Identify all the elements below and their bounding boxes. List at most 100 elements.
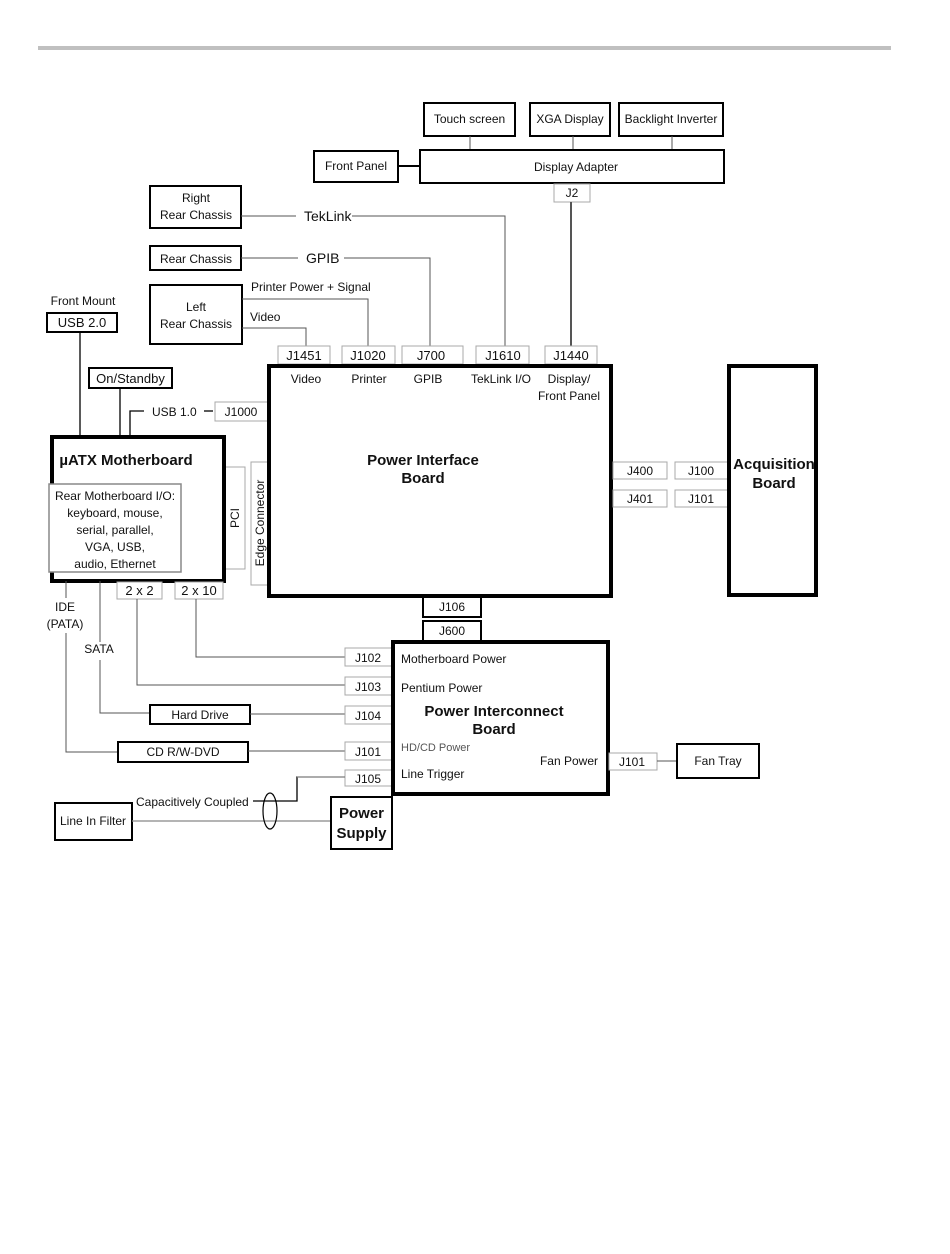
j2-connector: J2 bbox=[553, 183, 591, 203]
j100-connector: J100 bbox=[674, 461, 729, 480]
j401-connector: J401 bbox=[612, 489, 668, 508]
svg-text:audio, Ethernet: audio, Ethernet bbox=[74, 557, 156, 571]
svg-text:Board: Board bbox=[752, 475, 795, 492]
svg-text:Fan Power: Fan Power bbox=[540, 754, 598, 768]
svg-text:J106: J106 bbox=[439, 600, 465, 614]
svg-text:Fan Tray: Fan Tray bbox=[694, 754, 741, 768]
touch-screen-node: Touch screen bbox=[423, 102, 516, 137]
svg-text:J102: J102 bbox=[355, 651, 381, 665]
gpib-signal-label: GPIB bbox=[306, 250, 339, 266]
conn-2x2: 2 x 2 bbox=[116, 581, 163, 600]
j400-connector: J400 bbox=[612, 461, 668, 480]
svg-text:Board: Board bbox=[472, 721, 515, 738]
edge-connector: Edge Connector bbox=[250, 461, 270, 586]
svg-text:VGA, USB,: VGA, USB, bbox=[85, 540, 145, 554]
xga-display-node: XGA Display bbox=[529, 102, 611, 137]
motherboard-label: µATX Motherboard bbox=[59, 452, 192, 469]
svg-text:TekLink I/O: TekLink I/O bbox=[471, 372, 531, 386]
svg-text:Pentium Power: Pentium Power bbox=[401, 681, 482, 695]
svg-text:J104: J104 bbox=[355, 709, 381, 723]
svg-text:Display/: Display/ bbox=[548, 372, 591, 386]
j101-fan-connector: J101 bbox=[608, 752, 658, 771]
j105-connector: J105 bbox=[344, 769, 393, 787]
svg-text:Rear Motherboard I/O:: Rear Motherboard I/O: bbox=[55, 489, 175, 503]
cd-dvd-node: CD R/W-DVD bbox=[117, 741, 249, 763]
svg-text:PCI: PCI bbox=[228, 508, 242, 528]
svg-text:serial, parallel,: serial, parallel, bbox=[76, 523, 153, 537]
svg-text:Supply: Supply bbox=[336, 825, 387, 842]
svg-text:CD R/W-DVD: CD R/W-DVD bbox=[146, 745, 219, 759]
fan-tray-node: Fan Tray bbox=[676, 743, 760, 779]
j1451-connector: J1451 bbox=[277, 345, 331, 365]
on-standby-node: On/Standby bbox=[88, 367, 173, 389]
usb10-label: USB 1.0 bbox=[152, 405, 197, 419]
svg-text:J101: J101 bbox=[688, 492, 714, 506]
svg-text:J2: J2 bbox=[566, 186, 579, 200]
svg-text:Printer: Printer bbox=[351, 372, 386, 386]
svg-text:J401: J401 bbox=[627, 492, 653, 506]
j102-connector: J102 bbox=[344, 647, 393, 667]
printer-power-signal-label: Printer Power + Signal bbox=[251, 280, 371, 294]
svg-text:J600: J600 bbox=[439, 624, 465, 638]
svg-text:J101: J101 bbox=[355, 745, 381, 759]
front-panel-label: Front Panel bbox=[325, 159, 387, 173]
j1440-connector: J1440 bbox=[544, 345, 598, 365]
backlight-inverter-node: Backlight Inverter bbox=[618, 102, 724, 137]
hard-drive-node: Hard Drive bbox=[149, 704, 251, 725]
display-adapter-node: Display Adapter bbox=[419, 149, 725, 184]
backlight-inverter-label: Backlight Inverter bbox=[625, 112, 718, 126]
j700-connector: J700 bbox=[401, 345, 464, 365]
acquisition-board-label: Acquisition bbox=[733, 456, 815, 473]
power-supply-label: Power bbox=[339, 805, 384, 822]
j104-connector: J104 bbox=[344, 705, 393, 725]
svg-text:Edge Connector: Edge Connector bbox=[253, 480, 267, 567]
svg-text:J700: J700 bbox=[417, 348, 445, 363]
svg-text:Line In Filter: Line In Filter bbox=[60, 814, 126, 828]
svg-text:Rear Chassis: Rear Chassis bbox=[160, 252, 232, 266]
svg-text:Motherboard Power: Motherboard Power bbox=[401, 652, 506, 666]
svg-text:HD/CD Power: HD/CD Power bbox=[401, 742, 470, 754]
svg-text:Rear Chassis: Rear Chassis bbox=[160, 208, 232, 222]
svg-text:2 x 2: 2 x 2 bbox=[125, 583, 153, 598]
capacitively-coupled-label: Capacitively Coupled bbox=[136, 795, 249, 809]
svg-text:Front Panel: Front Panel bbox=[538, 389, 600, 403]
front-panel-node: Front Panel bbox=[313, 150, 399, 183]
svg-text:J100: J100 bbox=[688, 464, 714, 478]
pib-top-connectors: J1451 J1020 J700 J1610 J1440 bbox=[277, 345, 598, 365]
j1610-connector: J1610 bbox=[475, 345, 530, 365]
ide-label: IDE bbox=[55, 600, 75, 614]
svg-text:J1451: J1451 bbox=[286, 348, 321, 363]
svg-text:J1610: J1610 bbox=[485, 348, 520, 363]
xga-display-label: XGA Display bbox=[536, 112, 603, 126]
j101-acq-connector: J101 bbox=[674, 489, 729, 508]
coupling-ellipse bbox=[262, 792, 278, 830]
front-mount-label: Front Mount bbox=[51, 294, 116, 308]
svg-text:J103: J103 bbox=[355, 680, 381, 694]
svg-text:J105: J105 bbox=[355, 772, 381, 786]
power-interconnect-board-node: Motherboard Power Pentium Power Power In… bbox=[391, 640, 610, 796]
rear-chassis-node: Rear Chassis bbox=[149, 245, 242, 271]
svg-text:GPIB: GPIB bbox=[414, 372, 443, 386]
touch-screen-label: Touch screen bbox=[434, 112, 505, 126]
j1020-connector: J1020 bbox=[341, 345, 396, 365]
svg-text:2 x 10: 2 x 10 bbox=[181, 583, 216, 598]
sata-label: SATA bbox=[84, 642, 114, 656]
svg-text:Board: Board bbox=[401, 470, 444, 487]
power-interface-board-node: Video Printer GPIB TekLink I/O Display/ … bbox=[267, 364, 613, 598]
power-supply-node: Power Supply bbox=[330, 796, 393, 850]
svg-text:Line Trigger: Line Trigger bbox=[401, 767, 464, 781]
line-in-filter-node: Line In Filter bbox=[54, 802, 133, 841]
teklink-signal-label: TekLink bbox=[304, 208, 352, 224]
picb-left-connectors: J102 J103 J104 J101 J105 bbox=[344, 647, 393, 787]
svg-text:(PATA): (PATA) bbox=[47, 617, 84, 631]
j600-connector: J600 bbox=[422, 620, 482, 642]
j106-connector: J106 bbox=[422, 596, 482, 618]
j1000-connector: J1000 bbox=[214, 401, 269, 422]
power-interconnect-board-label: Power Interconnect bbox=[424, 703, 563, 720]
usb20-node: USB 2.0 bbox=[46, 312, 118, 333]
svg-text:Rear Chassis: Rear Chassis bbox=[160, 317, 232, 331]
left-rear-chassis-node: Left Rear Chassis bbox=[149, 284, 243, 345]
svg-text:J1440: J1440 bbox=[553, 348, 588, 363]
power-interface-board-label: Power Interface bbox=[367, 452, 479, 469]
svg-text:Left: Left bbox=[186, 300, 207, 314]
